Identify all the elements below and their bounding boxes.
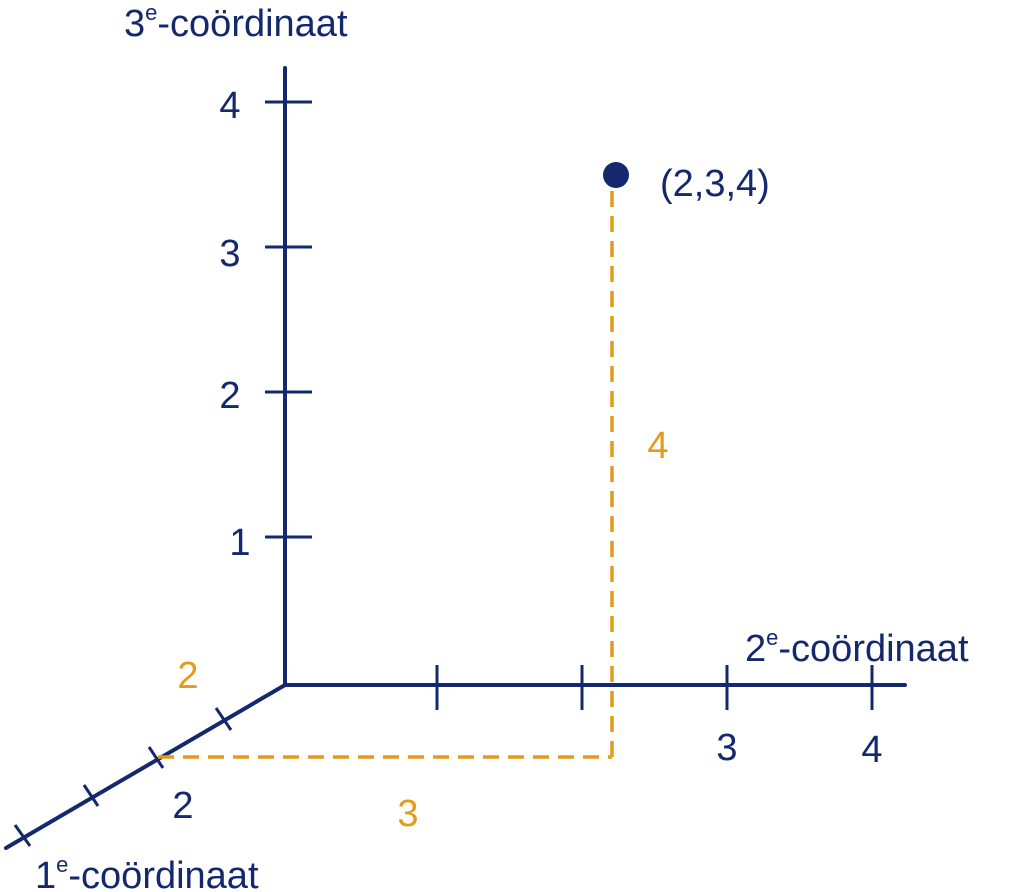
guide-label-first: 2 bbox=[177, 655, 198, 697]
third-axis-tick-label-1: 1 bbox=[229, 522, 250, 564]
first-axis-tick-3 bbox=[82, 784, 100, 807]
point-marker bbox=[603, 162, 629, 188]
guide-label-second: 3 bbox=[397, 793, 418, 835]
third-axis-title-sup: e bbox=[145, 0, 157, 25]
second-axis-tick-label-3: 3 bbox=[716, 727, 737, 769]
second-axis-title-suffix: -coördinaat bbox=[778, 628, 969, 670]
third-axis-tick-label-3: 3 bbox=[219, 233, 240, 275]
third-axis-title-prefix: 3 bbox=[124, 3, 145, 45]
first-axis-tick-label-2: 2 bbox=[172, 785, 193, 827]
third-axis-tick-label-2: 2 bbox=[219, 375, 240, 417]
guide-label-third: 4 bbox=[647, 425, 668, 467]
third-axis-tick-label-4: 4 bbox=[219, 85, 240, 127]
first-axis-tick-2 bbox=[147, 746, 165, 769]
third-axis-title-suffix: -coördinaat bbox=[157, 3, 348, 45]
first-axis-tick-1 bbox=[214, 707, 233, 731]
second-axis-title-prefix: 2 bbox=[745, 628, 766, 670]
first-axis-title-sup: e bbox=[56, 852, 68, 877]
third-axis-title: 3e-coördinaat bbox=[124, 0, 348, 45]
first-axis-title: 1e-coördinaat bbox=[35, 852, 259, 892]
first-axis-tick-4 bbox=[13, 824, 32, 847]
second-axis-title: 2e-coördinaat bbox=[745, 625, 969, 670]
first-axis-title-prefix: 1 bbox=[35, 855, 56, 892]
first-axis-title-suffix: -coördinaat bbox=[68, 855, 259, 892]
second-axis-title-sup: e bbox=[766, 625, 778, 650]
second-axis-tick-label-4: 4 bbox=[861, 729, 882, 771]
point-label: (2,3,4) bbox=[660, 163, 770, 205]
first-axis-line bbox=[4, 683, 287, 850]
